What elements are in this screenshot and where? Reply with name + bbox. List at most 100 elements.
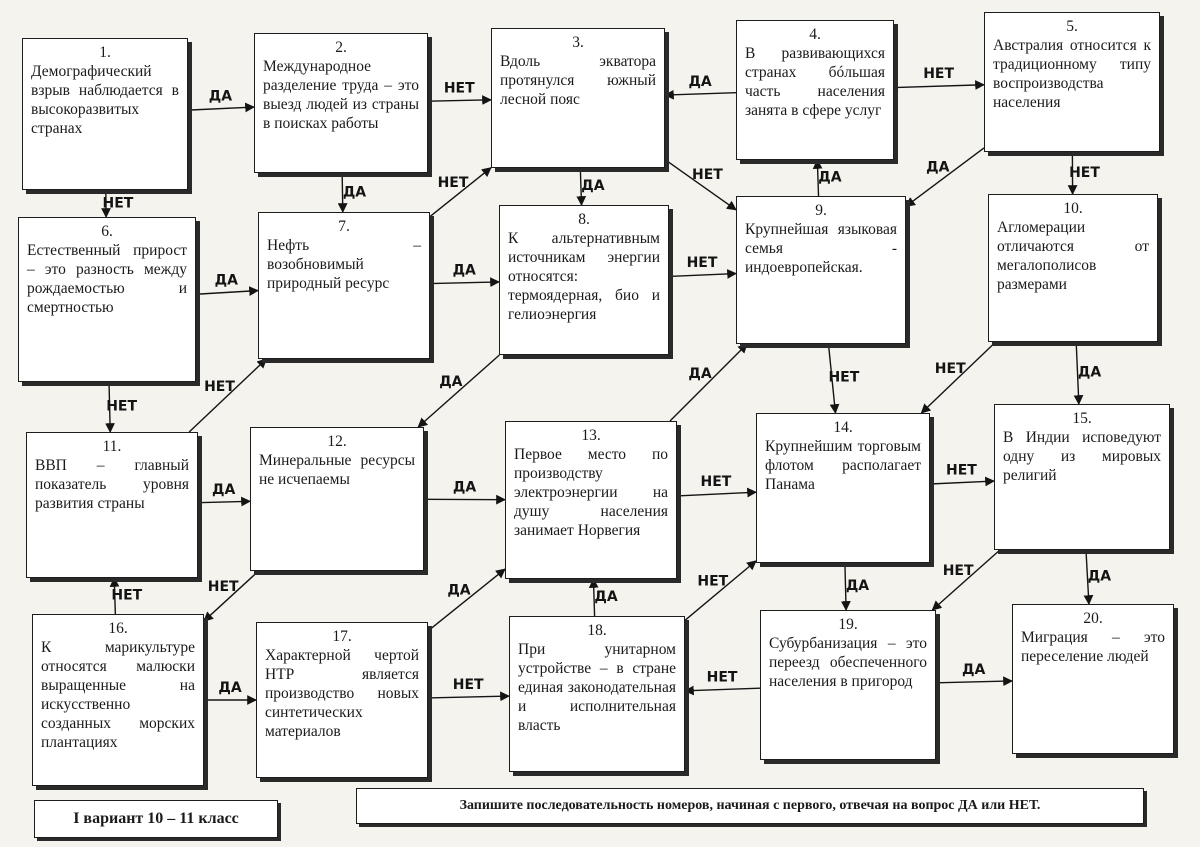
edge-label-n9-n4: ДА [818,170,841,186]
edge-label-n3-n8: ДА [581,178,604,194]
node-text: Демографический взрыв наблюдается в высо… [31,63,179,137]
node-text: Крупнейшим торговым флотом располагает П… [765,438,921,493]
node-number: 16. [108,620,128,637]
node-text: Нефть – возобновимый природный ресурс [267,237,421,292]
node-text: При унитарном устройстве – в стране един… [518,641,676,734]
node-number: 1. [99,44,111,61]
node-number: 20. [1083,610,1103,627]
edge-label-n15-n19: НЕТ [943,563,974,579]
node-1: 1. Демографический взрыв наблюдается в в… [22,38,188,190]
edge-label-n18-n13: ДА [594,589,617,605]
node-number: 5. [1066,18,1078,35]
edge-label-n8-n12: ДА [439,374,462,390]
node-number: 6. [101,223,113,240]
node-text: В Индии исповедуют одну из мировых религ… [1003,429,1161,484]
edge-n15-n20 [1083,549,1094,605]
edge-label-n10-n15: ДА [1078,364,1101,380]
edge-n19-n20 [935,676,1013,687]
node-15: 15. В Индии исповедуют одну из мировых р… [994,404,1170,550]
node-text: Первое место по производству электроэнер… [514,446,668,539]
node-13: 13. Первое место по производству электро… [505,421,677,579]
instruction-text: Запишите последовательность номеров, нач… [459,798,1041,813]
edge-n14-n15 [929,476,995,487]
edge-label-n14-n15: НЕТ [946,463,977,479]
edge-label-n4-n5: НЕТ [923,66,954,82]
node-number: 4. [809,26,821,43]
node-text: Вдоль экватора протянулся южный лесной п… [500,53,656,108]
edge-n8-n9 [668,269,737,279]
edge-label-n19-n20: ДА [962,662,985,678]
node-14: 14. Крупнейшим торговым флотом располага… [756,413,930,563]
instruction-box: Запишите последовательность номеров, нач… [356,788,1144,824]
node-text: ВВП – главный показатель уровня развития… [35,457,189,512]
edge-n7-n3 [429,167,492,218]
node-number: 8. [578,211,590,228]
edge-n15-n19 [931,549,1001,611]
node-text: Субурбанизация – это переезд обеспеченно… [769,635,927,690]
edge-n17-n18 [427,691,510,702]
edge-n11-n12 [197,496,251,507]
edge-label-n19-n18: НЕТ [707,670,738,686]
node-number: 10. [1063,200,1083,217]
edge-label-n4-n3: ДА [688,74,711,90]
edge-label-n17-n13: ДА [447,583,470,599]
node-10: 10. Агломерации отличаются от мегалополи… [988,194,1158,342]
node-7: 7. Нефть – возобновимый природный ресурс [258,212,430,359]
node-number: 7. [338,218,350,235]
node-text: Международное разделение труда – это вые… [263,58,419,132]
edge-label-n13-n9: ДА [688,366,711,382]
edge-label-n13-n14: НЕТ [701,474,732,490]
node-text: Агломерации отличаются от мегалополисов … [997,219,1149,293]
variant-text: I вариант 10 – 11 класс [73,810,239,827]
node-number: 17. [332,628,352,645]
edge-n8-n12 [417,354,500,428]
edge-label-n11-n7: НЕТ [204,379,235,395]
edge-n2-n7 [337,172,348,213]
edge-label-n9-n14: НЕТ [828,369,859,385]
node-text: Австралия относится к традиционному типу… [993,37,1151,111]
edge-n18-n14 [684,560,757,621]
node-text: К марикультуре относятся малюски выращен… [41,639,195,751]
edge-n9-n14 [827,343,840,414]
edge-n9-n4 [812,159,823,197]
edge-n16-n11 [109,577,120,615]
edge-n4-n3 [664,89,737,100]
node-text: В развивающихся странах бóльшая часть на… [745,45,885,119]
node-number: 12. [327,433,347,450]
node-text: Крупнейшая языковая семья - индоевропейс… [745,221,897,276]
node-3: 3. Вдоль экватора протянулся южный лесно… [491,28,665,168]
variant-label: I вариант 10 – 11 класс [34,800,278,838]
node-8: 8. К альтернативным источникам энергии о… [499,205,669,355]
edge-n1-n2 [187,102,255,113]
node-number: 3. [572,34,584,51]
edge-label-n1-n6: НЕТ [103,195,134,211]
node-number: 14. [833,419,853,436]
node-16: 16. К марикультуре относятся малюски выр… [32,614,204,786]
edge-label-n5-n9: ДА [926,160,949,176]
edge-n11-n7 [188,358,268,433]
edge-n10-n14 [920,341,997,414]
node-number: 15. [1072,410,1092,427]
node-text: Минеральные ресурсы не исчепаемы [259,452,415,488]
edge-label-n2-n7: ДА [343,184,366,200]
edge-label-n2-n3: НЕТ [444,81,475,97]
edge-label-n12-n13: ДА [453,480,476,496]
node-text: Миграция – это переселение людей [1021,629,1165,665]
edge-n6-n7 [195,286,259,296]
node-9: 9. Крупнейшая языковая семья - индоевроп… [736,196,906,344]
node-19: 19. Субурбанизация – это переезд обеспеч… [760,610,936,760]
edge-n6-n11 [105,381,115,433]
edge-n7-n8 [429,277,500,288]
node-18: 18. При унитарном устройстве – в стране … [509,616,685,772]
edge-n14-n19 [840,562,851,611]
node-number: 2. [335,39,347,56]
edge-label-n14-n19: ДА [846,578,869,594]
edge-n2-n3 [427,95,492,105]
edge-n4-n5 [893,80,985,90]
node-20: 20. Миграция – это переселение людей [1012,604,1174,754]
edge-label-n7-n3: НЕТ [438,175,469,191]
node-number: 18. [587,622,607,639]
node-17: 17. Характерной чертой НТР является прои… [256,622,428,778]
edge-label-n16-n17: ДА [218,680,241,696]
